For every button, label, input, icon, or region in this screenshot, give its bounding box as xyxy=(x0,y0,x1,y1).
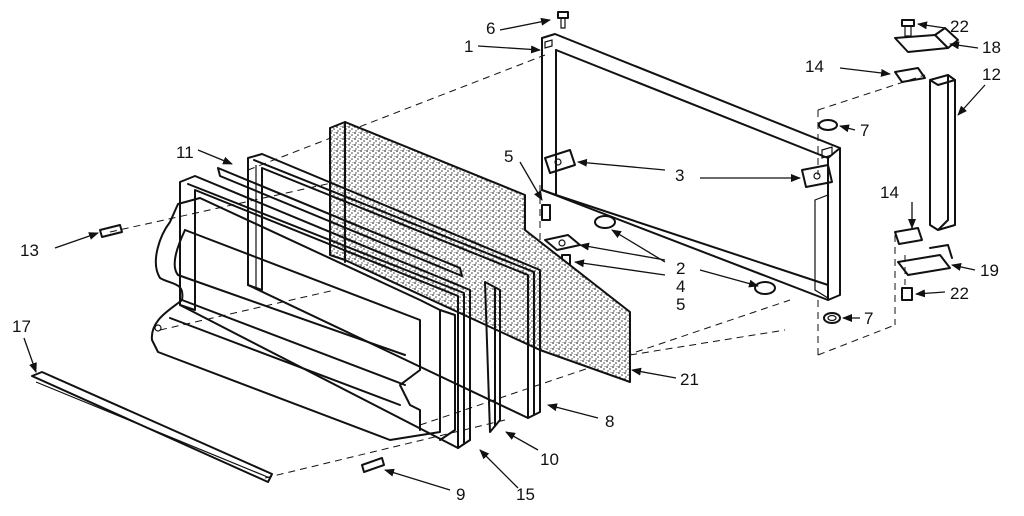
gasket-part-8 xyxy=(247,153,541,419)
callout-2: 2 xyxy=(676,259,685,278)
callout-4: 4 xyxy=(676,277,685,296)
callout-7-upper: 7 xyxy=(860,121,869,140)
inner-panel-part-15 xyxy=(179,175,471,449)
callout-11: 11 xyxy=(176,143,194,162)
trim-strip-part-17 xyxy=(31,371,273,483)
callout-5-lower: 5 xyxy=(676,295,685,314)
callout-6: 6 xyxy=(486,19,495,38)
callout-14-upper: 14 xyxy=(805,57,824,76)
shims-part-14 xyxy=(894,67,926,245)
insulation-panel-part-21 xyxy=(329,121,631,383)
callout-7-lower: 7 xyxy=(864,309,873,328)
callout-1: 1 xyxy=(464,37,473,56)
callout-9: 9 xyxy=(456,485,465,504)
small-hardware xyxy=(99,11,915,473)
callout-labels: 1 6 3 5 2 4 5 7 7 14 14 22 18 12 19 22 2… xyxy=(12,17,1001,504)
door-frame-part-1 xyxy=(541,33,841,301)
callout-17: 17 xyxy=(12,317,31,336)
callout-21: 21 xyxy=(680,370,699,389)
leader-lines xyxy=(23,17,986,491)
shelf-bar-part-11 xyxy=(217,167,463,277)
liner-strip-part-10 xyxy=(484,281,501,433)
bottom-hinge-part-19 xyxy=(897,244,953,276)
callout-19: 19 xyxy=(980,261,999,280)
handle-part-12 xyxy=(929,74,956,231)
callout-15: 15 xyxy=(516,485,535,504)
callout-5-upper: 5 xyxy=(504,147,513,166)
callout-22-lower: 22 xyxy=(950,284,969,303)
callout-12: 12 xyxy=(982,65,1001,84)
door-liner xyxy=(150,197,456,441)
callout-22-upper: 22 xyxy=(950,17,969,36)
callout-8: 8 xyxy=(605,412,614,431)
callout-3: 3 xyxy=(675,166,684,185)
callout-18: 18 xyxy=(982,38,1001,57)
hinge-brackets-part-3 xyxy=(544,149,833,188)
callout-13: 13 xyxy=(20,241,39,260)
callout-14-lower: 14 xyxy=(880,183,899,202)
callout-10: 10 xyxy=(540,450,559,469)
